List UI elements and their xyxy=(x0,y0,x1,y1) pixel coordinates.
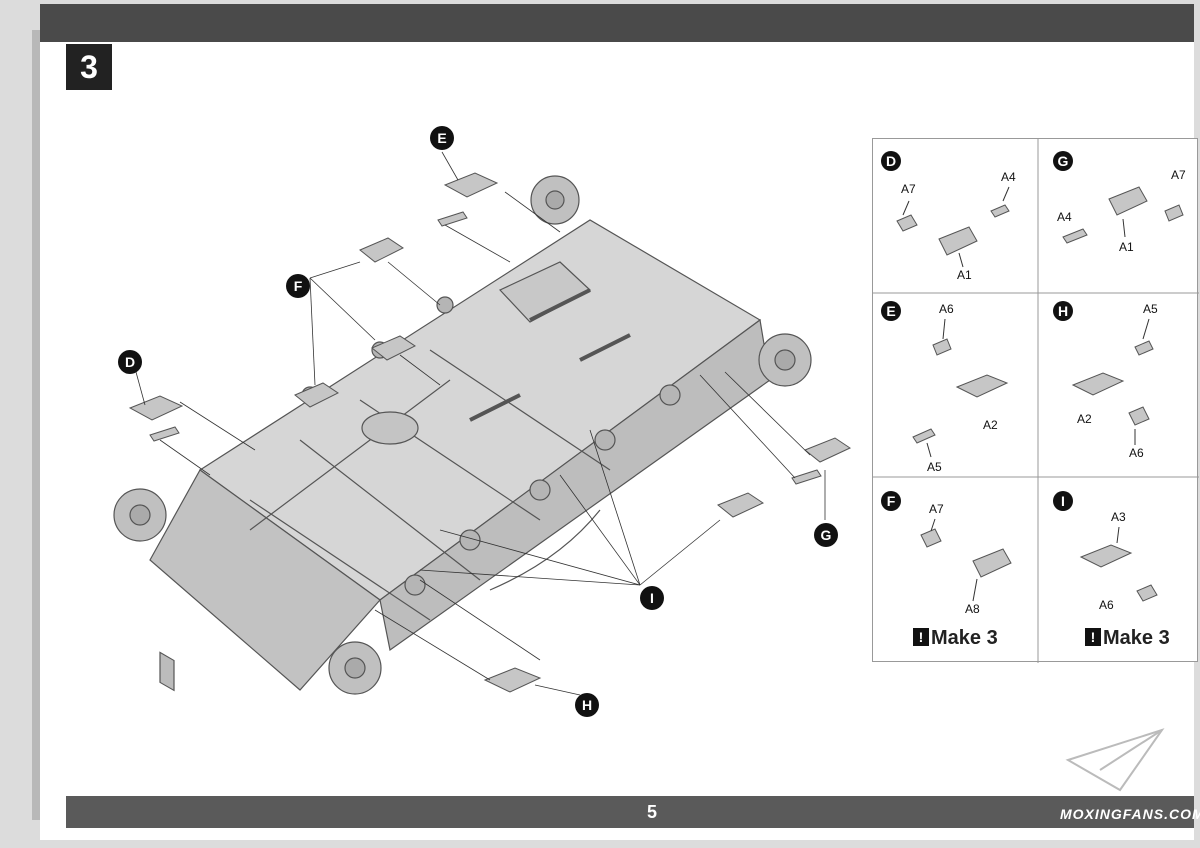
detail-panel: D A7 A4 A1 G A7 A4 A1 xyxy=(872,138,1199,663)
callout-i: I xyxy=(640,586,664,610)
step-number: 3 xyxy=(66,44,112,90)
svg-text:F: F xyxy=(294,278,303,294)
svg-text:A1: A1 xyxy=(957,268,972,282)
svg-text:A7: A7 xyxy=(929,502,944,516)
detail-i: I A3 A6 xyxy=(1053,491,1158,612)
svg-text:D: D xyxy=(125,354,135,370)
svg-text:A8: A8 xyxy=(965,602,980,616)
svg-text:I: I xyxy=(1061,493,1065,509)
part-d xyxy=(128,395,184,442)
leader-lines xyxy=(135,151,826,696)
part-f3 xyxy=(294,382,339,408)
part-f2 xyxy=(371,335,416,361)
svg-text:A6: A6 xyxy=(939,302,954,316)
callout-g: G xyxy=(814,523,838,547)
bottom-bar xyxy=(66,796,1194,828)
callout-d: D xyxy=(118,350,142,374)
callout-f: F xyxy=(286,274,310,298)
svg-text:I: I xyxy=(650,590,654,606)
page-number: 5 xyxy=(646,802,657,822)
part-i xyxy=(717,492,765,518)
top-bar xyxy=(40,4,1194,42)
exclamation-icon: ! xyxy=(913,628,929,646)
svg-text:A3: A3 xyxy=(1111,510,1126,524)
callout-e: E xyxy=(430,126,454,150)
make-3-left: !Make 3 xyxy=(913,627,998,650)
svg-text:E: E xyxy=(886,303,895,319)
part-g xyxy=(791,437,852,485)
detail-g: G A7 A4 A1 xyxy=(1053,151,1186,254)
detail-f: F A7 A8 xyxy=(881,491,1012,616)
part-f1 xyxy=(359,237,404,263)
svg-text:A6: A6 xyxy=(1129,446,1144,460)
hull-front xyxy=(149,469,381,691)
detail-d: D A7 A4 A1 xyxy=(881,151,1016,282)
svg-text:A2: A2 xyxy=(983,418,998,432)
loose-parts xyxy=(128,172,852,693)
svg-text:A4: A4 xyxy=(1001,170,1016,184)
detail-e: E A6 A2 A5 xyxy=(881,301,1009,474)
svg-text:G: G xyxy=(1058,153,1069,169)
svg-text:A5: A5 xyxy=(927,460,942,474)
hull-drawing xyxy=(113,175,812,695)
svg-text:E: E xyxy=(437,130,446,146)
svg-text:A1: A1 xyxy=(1119,240,1134,254)
binding-edge xyxy=(32,30,42,820)
hatch xyxy=(361,411,419,445)
svg-text:A7: A7 xyxy=(901,182,916,196)
watermark-text: MOXINGFANS.COM xyxy=(1060,806,1200,822)
svg-text:G: G xyxy=(821,527,832,543)
callout-h: H xyxy=(575,693,599,717)
svg-text:A6: A6 xyxy=(1099,598,1114,612)
front-tiles xyxy=(159,651,175,692)
detail-grid: D A7 A4 A1 G A7 A4 A1 xyxy=(873,139,1199,663)
make-3-right: !Make 3 xyxy=(1085,627,1170,650)
svg-text:H: H xyxy=(1058,303,1068,319)
svg-text:F: F xyxy=(887,493,896,509)
svg-text:A5: A5 xyxy=(1143,302,1158,316)
svg-text:A4: A4 xyxy=(1057,210,1072,224)
svg-text:H: H xyxy=(582,697,592,713)
part-e xyxy=(437,172,499,227)
svg-text:A7: A7 xyxy=(1171,168,1186,182)
exclamation-icon: ! xyxy=(1085,628,1101,646)
part-h xyxy=(483,667,542,693)
svg-text:A2: A2 xyxy=(1077,412,1092,426)
paper-plane-logo xyxy=(1065,728,1165,792)
svg-text:D: D xyxy=(886,153,896,169)
detail-h: H A5 A2 A6 xyxy=(1053,301,1158,460)
